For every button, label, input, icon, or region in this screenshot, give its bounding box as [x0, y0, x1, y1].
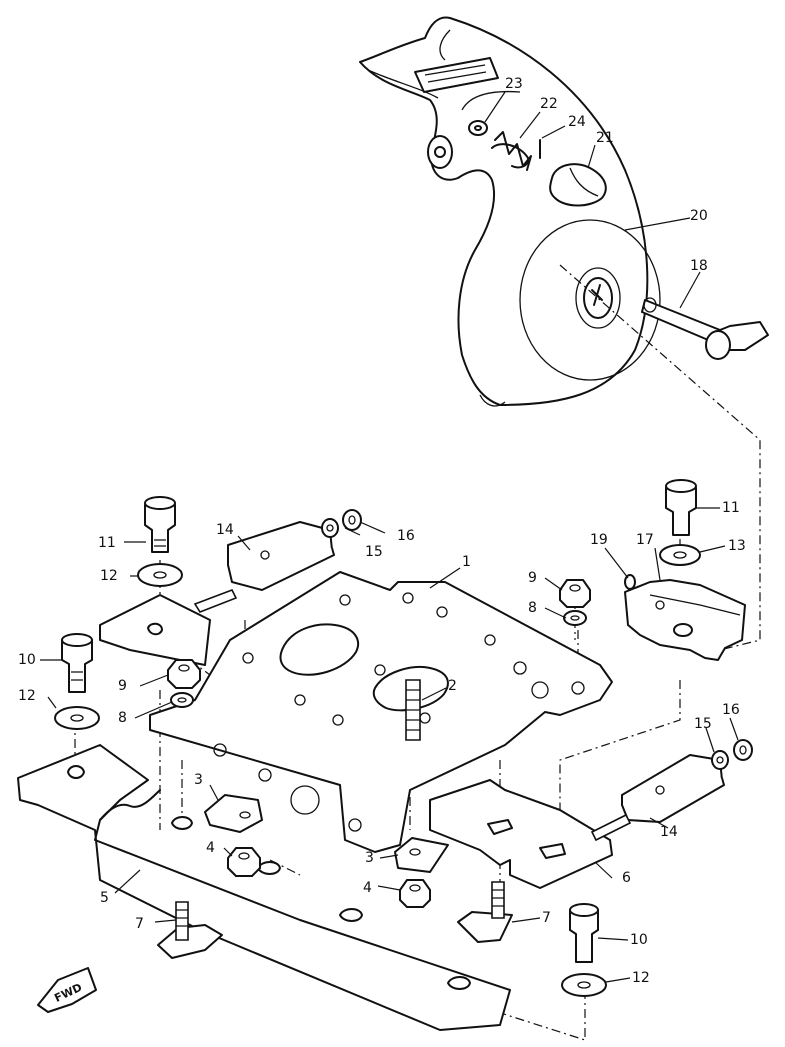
callout-9-left: 9 [118, 678, 127, 694]
nut-9-right [559, 579, 591, 608]
washer-12-b [54, 706, 100, 730]
callout-2: 2 [448, 678, 457, 694]
bolt-11-right [665, 479, 697, 536]
nut-9-left [167, 659, 201, 689]
callout-19: 19 [590, 532, 608, 548]
callout-14-right: 14 [660, 824, 678, 840]
callout-6: 6 [622, 870, 631, 886]
stud-2 [405, 679, 421, 741]
callout-21: 21 [596, 130, 614, 146]
callout-1: 1 [462, 554, 471, 570]
pawl-21 [549, 163, 607, 207]
callout-15-right: 15 [694, 716, 712, 732]
mounting-bracket-1 [149, 571, 613, 853]
bracket-17 [624, 579, 746, 661]
nut-4-right [399, 879, 431, 908]
clamp-plate-3-left [204, 794, 263, 833]
callout-11-right: 11 [722, 500, 740, 516]
nut-15-right [711, 750, 729, 770]
callout-12-c: 12 [632, 970, 650, 986]
callout-3-left: 3 [194, 772, 203, 788]
callout-5: 5 [100, 890, 109, 906]
callout-12-b: 12 [18, 688, 36, 704]
pawl-washer-23 [468, 120, 488, 136]
callout-9-right: 9 [528, 570, 537, 586]
callout-24: 24 [568, 114, 586, 130]
clamp-plate-6 [429, 779, 613, 889]
callout-16-right: 16 [722, 702, 740, 718]
leader-lines [40, 91, 739, 983]
pawl-spring-22 [491, 131, 532, 171]
callout-7-right: 7 [542, 910, 551, 926]
callout-14-left: 14 [216, 522, 234, 538]
nut-16-right [733, 739, 753, 761]
tilt-stop-14-right [590, 754, 725, 842]
callout-4-right: 4 [363, 880, 372, 896]
washer-12-a [137, 563, 183, 587]
starter-housing [359, 16, 661, 407]
callout-10-right: 10 [630, 932, 648, 948]
tilt-stop-14-left [193, 521, 335, 613]
callout-8-left: 8 [118, 710, 127, 726]
callout-18: 18 [690, 258, 708, 274]
washer-12-c [561, 973, 607, 997]
washer-8-right [563, 610, 587, 626]
nut-4-left [227, 847, 261, 877]
callout-17: 17 [636, 532, 654, 548]
stud-7-right [457, 881, 513, 943]
nut-15-left [321, 518, 339, 538]
callout-11-left: 11 [98, 535, 116, 551]
callout-4-left: 4 [206, 840, 215, 856]
starter-shaft-18 [641, 297, 769, 360]
clamp-plate-3-right [394, 837, 449, 873]
bolt-11-left [144, 496, 176, 553]
callout-12-a: 12 [100, 568, 118, 584]
forward-direction-arrow: FWD [37, 967, 97, 1013]
callout-23: 23 [505, 76, 523, 92]
left-spacer-plate [99, 594, 211, 666]
callout-16-left: 16 [397, 528, 415, 544]
callout-8-right: 8 [528, 600, 537, 616]
stud-7-left [157, 901, 223, 959]
callout-22: 22 [540, 96, 558, 112]
bolt-10-right [569, 903, 599, 963]
nut-16-left [342, 509, 362, 531]
callout-15-left: 15 [365, 544, 383, 560]
bottom-plate-5 [17, 744, 511, 1031]
snap-ring-19 [624, 574, 636, 590]
washer-8-left [170, 692, 194, 708]
callout-13: 13 [728, 538, 746, 554]
bolt-10-left [61, 633, 93, 693]
callout-3-right: 3 [365, 850, 374, 866]
callout-labels: 23 22 24 21 20 18 14 16 15 11 12 1 9 8 1… [18, 76, 746, 986]
callout-7-left: 7 [135, 916, 144, 932]
callout-20: 20 [690, 208, 708, 224]
callout-10-left: 10 [18, 652, 36, 668]
washer-13 [659, 544, 701, 566]
